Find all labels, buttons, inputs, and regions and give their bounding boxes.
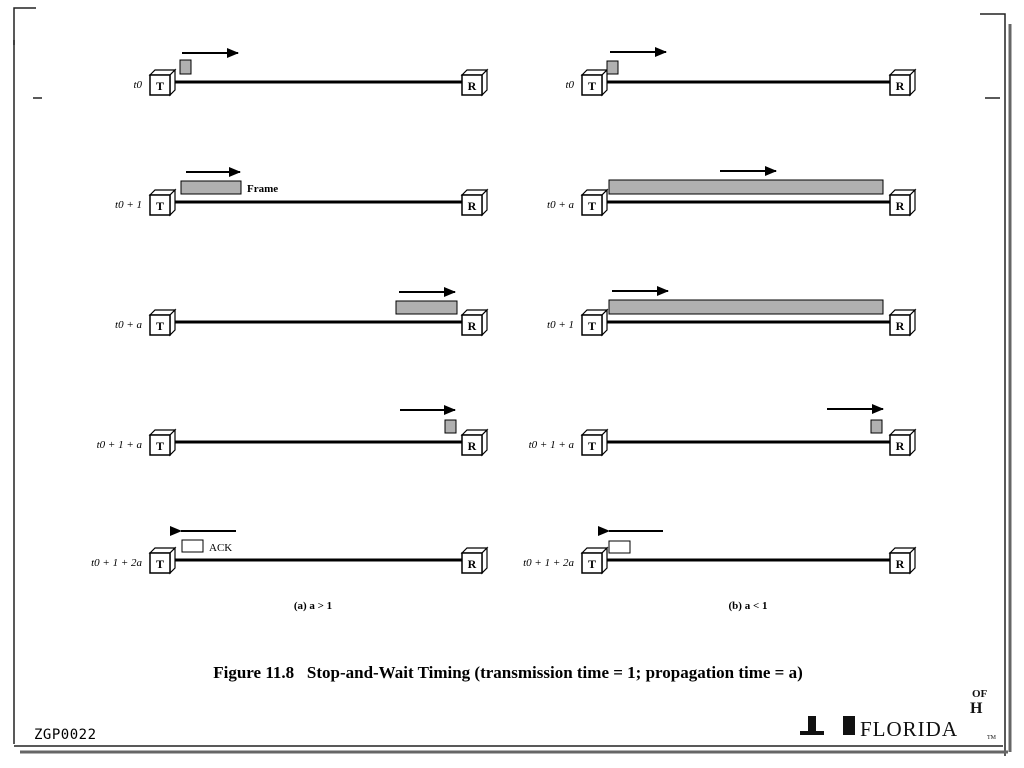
logo-small-mid: H <box>970 700 983 717</box>
transmitter-box: T <box>580 546 609 575</box>
transmitter-box: T <box>580 428 609 457</box>
row-a2: t0 + 1 T R Frame <box>115 167 489 217</box>
svg-text:T: T <box>156 319 164 333</box>
ack-block <box>608 540 631 554</box>
svg-text:R: R <box>896 439 905 453</box>
time-label: t0 + a <box>547 199 574 211</box>
svg-text:R: R <box>468 199 477 213</box>
svg-text:T: T <box>156 557 164 571</box>
time-label: t0 <box>565 79 574 91</box>
receiver-box: R <box>888 308 917 337</box>
slide-frame <box>13 7 1012 756</box>
row-b3: t0 + 1 T R <box>547 286 917 337</box>
transmitter-box: T <box>580 188 609 217</box>
time-label: t0 <box>133 79 142 91</box>
time-label: t0 + 1 <box>115 199 142 211</box>
transmitter-box: T <box>580 68 609 97</box>
frame-block <box>180 180 242 195</box>
row-b5: t0 + 1 + 2a T R <box>523 526 917 575</box>
svg-text:T: T <box>156 439 164 453</box>
frame-block <box>179 59 192 75</box>
panel-a: t0 T R t0 + 1 <box>91 48 489 612</box>
row-a4: t0 + 1 + a T R <box>97 405 489 457</box>
slide-code: ZGP0022 <box>34 727 97 743</box>
svg-text:R: R <box>468 439 477 453</box>
ack-label: ACK <box>209 542 232 554</box>
subcaption-b: (b) a < 1 <box>729 600 768 612</box>
transmitter-box: T <box>148 188 177 217</box>
frame-label: Frame <box>247 183 278 195</box>
frame-block <box>395 300 458 315</box>
row-b1: t0 T R <box>565 47 917 97</box>
svg-text:R: R <box>896 319 905 333</box>
row-b2: t0 + a T R <box>547 166 917 217</box>
frame-block <box>444 419 457 434</box>
svg-text:R: R <box>468 319 477 333</box>
time-label: t0 + 1 <box>547 319 574 331</box>
receiver-box: R <box>460 308 489 337</box>
svg-text:T: T <box>588 319 596 333</box>
receiver-box: R <box>888 188 917 217</box>
time-label: t0 + 1 + 2a <box>523 557 574 569</box>
receiver-box: R <box>888 546 917 575</box>
figure-caption: Figure 11.8 Stop-and-Wait Timing (transm… <box>213 663 803 682</box>
logo-trademark: TM <box>987 735 996 741</box>
receiver-box: R <box>888 68 917 97</box>
frame-block <box>608 299 884 315</box>
frame-block <box>870 419 883 434</box>
row-a3: t0 + a T R <box>115 287 489 337</box>
time-label: t0 + a <box>115 319 142 331</box>
svg-text:R: R <box>896 79 905 93</box>
svg-text:R: R <box>896 557 905 571</box>
university-logo <box>800 716 855 735</box>
svg-text:R: R <box>468 557 477 571</box>
transmitter-box: T <box>148 308 177 337</box>
logo-text: FLORIDA <box>860 717 959 741</box>
row-b4: t0 + 1 + a T R <box>529 404 917 457</box>
svg-text:T: T <box>588 557 596 571</box>
svg-text:T: T <box>588 79 596 93</box>
ack-block <box>181 539 204 553</box>
row-a5: t0 + 1 + 2a T R ACK <box>91 526 489 575</box>
receiver-box: R <box>460 188 489 217</box>
svg-text:T: T <box>588 199 596 213</box>
svg-text:T: T <box>156 79 164 93</box>
transmitter-box: T <box>580 308 609 337</box>
svg-text:T: T <box>156 199 164 213</box>
svg-text:R: R <box>468 79 477 93</box>
transmitter-box: T <box>148 428 177 457</box>
panel-b: t0 T R t0 + a <box>523 47 917 612</box>
row-a1: t0 T R <box>133 48 489 97</box>
transmitter-box: T <box>148 546 177 575</box>
receiver-box: R <box>460 546 489 575</box>
svg-text:T: T <box>588 439 596 453</box>
receiver-box: R <box>888 428 917 457</box>
frame-block <box>608 179 884 195</box>
svg-text:R: R <box>896 199 905 213</box>
receiver-box: R <box>460 428 489 457</box>
logo-small-top: OF <box>972 688 988 700</box>
frame-block <box>606 60 619 75</box>
time-label: t0 + 1 + a <box>529 439 575 451</box>
time-label: t0 + 1 + a <box>97 439 143 451</box>
subcaption-a: (a) a > 1 <box>294 600 332 612</box>
time-label: t0 + 1 + 2a <box>91 557 142 569</box>
transmitter-box: T <box>148 68 177 97</box>
receiver-box: R <box>460 68 489 97</box>
